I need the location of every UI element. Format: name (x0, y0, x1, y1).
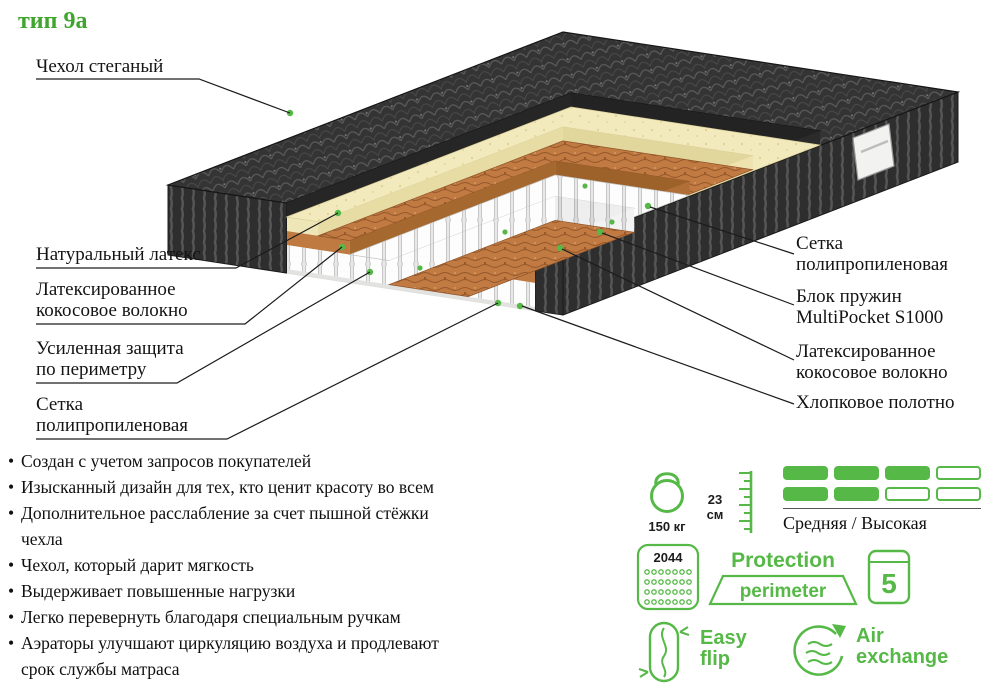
height-block: 23 см (702, 468, 762, 536)
bottom-coir-floor (387, 219, 636, 297)
height-value: 23 см (706, 492, 724, 522)
label-perimeter-protection: Усиленная защита по периметру (36, 338, 184, 380)
firmness-bar (885, 487, 930, 501)
easy-flip-icon (638, 621, 690, 683)
firmness-bar (885, 466, 930, 480)
easy-flip-block (636, 618, 692, 688)
air-exchange-icon (793, 624, 846, 676)
firmness-bar (783, 487, 828, 501)
springs-count-text: 2044 (654, 550, 684, 565)
weight-capacity-value: 150 кг (648, 519, 686, 534)
feature-item: •Легко перевернуть благодаря специальным… (8, 607, 401, 627)
warranty-block: 5 (866, 548, 912, 611)
firmness-bar (834, 487, 879, 501)
label-quilted-cover: Чехол стеганый (36, 56, 164, 77)
firmness-bar-row (783, 466, 981, 480)
firmness-bar (936, 466, 981, 480)
label-natural-latex: Натуральный латекс (36, 244, 201, 265)
firmness-bar (834, 466, 879, 480)
label-latex-coir-left: Латексированное кокосовое волокно (36, 279, 188, 321)
kettlebell-icon (650, 472, 684, 513)
ruler-icon (739, 471, 753, 533)
firmness-label: Средняя / Высокая (783, 513, 927, 533)
firmness-bars (783, 466, 981, 501)
springs-count-icon: 2044 (636, 543, 700, 611)
label-pp-mesh-right: Сетка полипропиленовая (796, 233, 949, 275)
air-waves (805, 641, 833, 665)
feature-item: •Создан с учетом запросов покупателей (8, 451, 312, 471)
feature-item: •Чехол, который дарит мягкость (8, 555, 254, 575)
perimeter-text: perimeter (740, 581, 827, 602)
air-exchange-block (788, 616, 850, 688)
features-list: •Создан с учетом запросов покупателей •И… (8, 448, 458, 682)
spring-dots (644, 569, 692, 605)
feature-item: •Изысканный дизайн для тех, кто ценит кр… (8, 477, 434, 497)
number-5-badge-icon: 5 (867, 549, 911, 605)
firmness-block: Средняя / Высокая (783, 466, 981, 534)
callout-lines (36, 78, 795, 440)
label-spring-block: Блок пружин MultiPocket S1000 (796, 286, 944, 328)
perimeter-frame-icon: perimeter (708, 574, 858, 606)
protection-perimeter-block: Protection perimeter (706, 549, 860, 612)
label-latex-coir-right: Латексированное кокосовое волокно (796, 341, 948, 383)
label-cotton-fabric: Хлопковое полотно (796, 392, 955, 413)
firmness-bar-row (783, 487, 981, 501)
weight-capacity-block: 150 кг (638, 464, 696, 534)
firmness-separator (783, 508, 981, 509)
air-exchange-label: Air exchange (856, 625, 949, 668)
feature-item: •Дополнительное расслабление за счет пыш… (8, 503, 429, 549)
label-pp-mesh-left: Сетка полипропиленовая (36, 394, 189, 436)
page-title: тип 9а (18, 8, 88, 34)
feature-item: •Аэраторы улучшают циркуляцию воздуха и … (8, 633, 439, 679)
warranty-number: 5 (881, 568, 897, 599)
feature-item: •Выдерживает повышенные нагрузки (8, 581, 296, 601)
firmness-bar (936, 487, 981, 501)
protection-text: Protection (731, 549, 835, 572)
firmness-bar (783, 466, 828, 480)
easy-flip-label: Easy flip (700, 627, 747, 670)
label-tag (852, 123, 895, 181)
mattress-illustration (36, 31, 961, 440)
springs-count-block: 2044 (636, 543, 700, 616)
